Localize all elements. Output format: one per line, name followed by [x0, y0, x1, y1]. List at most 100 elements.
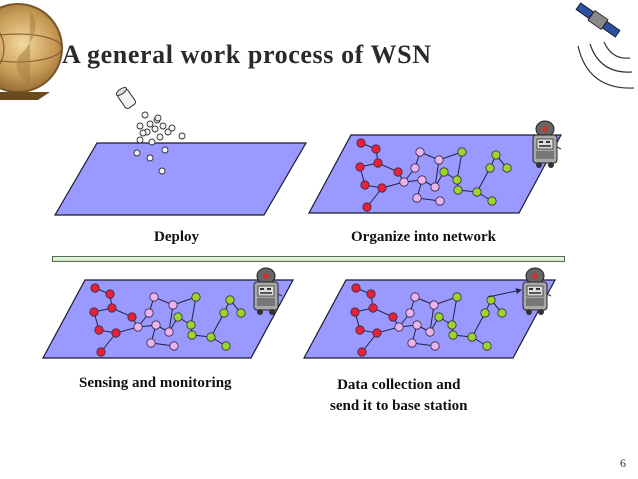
- sensor-node: [105, 289, 115, 299]
- sensor-node: [447, 320, 457, 330]
- sensor-node: [351, 283, 361, 293]
- sensor-node: [356, 138, 366, 148]
- sensor-node: [187, 330, 197, 340]
- sensor-node: [412, 193, 422, 203]
- sensor-node: [236, 308, 246, 318]
- sensor-node: [485, 163, 495, 173]
- satellite-icon: [575, 2, 635, 89]
- sensor-node: [393, 167, 403, 177]
- network-link: [190, 296, 197, 326]
- sensor-node: [412, 320, 422, 330]
- sensor-node: [482, 341, 492, 351]
- sensor-node: [448, 330, 458, 340]
- dropped-sensors: [133, 111, 186, 175]
- sensor-node: [355, 325, 365, 335]
- network-link: [451, 296, 458, 326]
- sensor-node: [368, 303, 378, 313]
- robot-icon: [253, 267, 283, 316]
- sensor-node: [360, 180, 370, 190]
- sensor-node: [430, 182, 440, 192]
- sensor-node: [417, 175, 427, 185]
- sensor-node: [425, 327, 435, 337]
- sensor-node: [221, 341, 231, 351]
- sensor-node: [405, 308, 415, 318]
- sensor-node: [107, 303, 117, 313]
- sensor-node: [219, 308, 229, 318]
- sensor-node: [472, 187, 482, 197]
- sensor-node: [435, 196, 445, 206]
- organize-field: [307, 134, 563, 214]
- caption-organize: Organize into network: [351, 229, 496, 245]
- organize-panel: [307, 120, 563, 214]
- sensor-node: [457, 147, 467, 157]
- data-collection-panel: [302, 267, 557, 359]
- sensor-node: [149, 292, 159, 302]
- sensor-node: [430, 341, 440, 351]
- sensor-node: [372, 328, 382, 338]
- sensor-node: [497, 308, 507, 318]
- slide-title: A general work process of WSN: [62, 40, 432, 69]
- caption-line: Data collection and: [337, 377, 461, 393]
- network-graph: [355, 138, 512, 212]
- sensor-node: [388, 312, 398, 322]
- sensor-node: [186, 320, 196, 330]
- network-graph: [350, 283, 507, 357]
- sensor-node: [452, 292, 462, 302]
- sensor-node: [89, 307, 99, 317]
- uplink-arrow: [487, 288, 522, 298]
- sensor-node: [399, 177, 409, 187]
- sensor-node: [206, 332, 216, 342]
- sensor-node: [410, 163, 420, 173]
- sensor-node: [96, 347, 106, 357]
- robot-icon: [522, 267, 552, 316]
- sensor-dispenser-icon: [115, 86, 136, 109]
- sensor-node: [480, 308, 490, 318]
- sensor-node: [452, 175, 462, 185]
- sensor-node: [429, 300, 439, 310]
- sensor-node: [111, 328, 121, 338]
- robot-icon: [532, 120, 562, 169]
- data-field: [302, 279, 557, 359]
- caption-data-collection: Data collection and send it to base stat…: [330, 375, 468, 417]
- sensing-panel: [41, 267, 295, 359]
- globe-icon: [0, 3, 63, 100]
- sensor-node: [434, 155, 444, 165]
- sensor-node: [127, 312, 137, 322]
- sensor-node: [362, 202, 372, 212]
- sensor-node: [164, 327, 174, 337]
- sensor-node: [487, 196, 497, 206]
- sensor-node: [439, 167, 449, 177]
- page-number: 6: [620, 456, 626, 470]
- deploy-field: [53, 142, 308, 216]
- sensor-node: [410, 292, 420, 302]
- sensor-node: [394, 322, 404, 332]
- sensor-node: [366, 289, 376, 299]
- sensor-node: [90, 283, 100, 293]
- sensor-node: [168, 300, 178, 310]
- sensor-node: [502, 163, 512, 173]
- sensor-node: [371, 144, 381, 154]
- sensor-node: [434, 312, 444, 322]
- caption-sensing: Sensing and monitoring: [79, 375, 232, 391]
- sensor-node: [173, 312, 183, 322]
- sensor-node: [453, 185, 463, 195]
- sensor-node: [377, 183, 387, 193]
- sensor-node: [407, 338, 417, 348]
- sensor-node: [151, 320, 161, 330]
- sensor-node: [357, 347, 367, 357]
- sensor-node: [146, 338, 156, 348]
- network-link: [456, 151, 463, 181]
- sensor-node: [144, 308, 154, 318]
- caption-deploy: Deploy: [154, 229, 199, 245]
- sensor-node: [350, 307, 360, 317]
- sensor-node: [355, 162, 365, 172]
- sensor-node: [415, 147, 425, 157]
- sensor-node: [169, 341, 179, 351]
- sensor-node: [94, 325, 104, 335]
- caption-line: send it to base station: [330, 398, 468, 414]
- sensor-node: [486, 295, 496, 305]
- deploy-panel: [53, 86, 308, 216]
- sensor-node: [373, 158, 383, 168]
- network-graph: [89, 283, 246, 357]
